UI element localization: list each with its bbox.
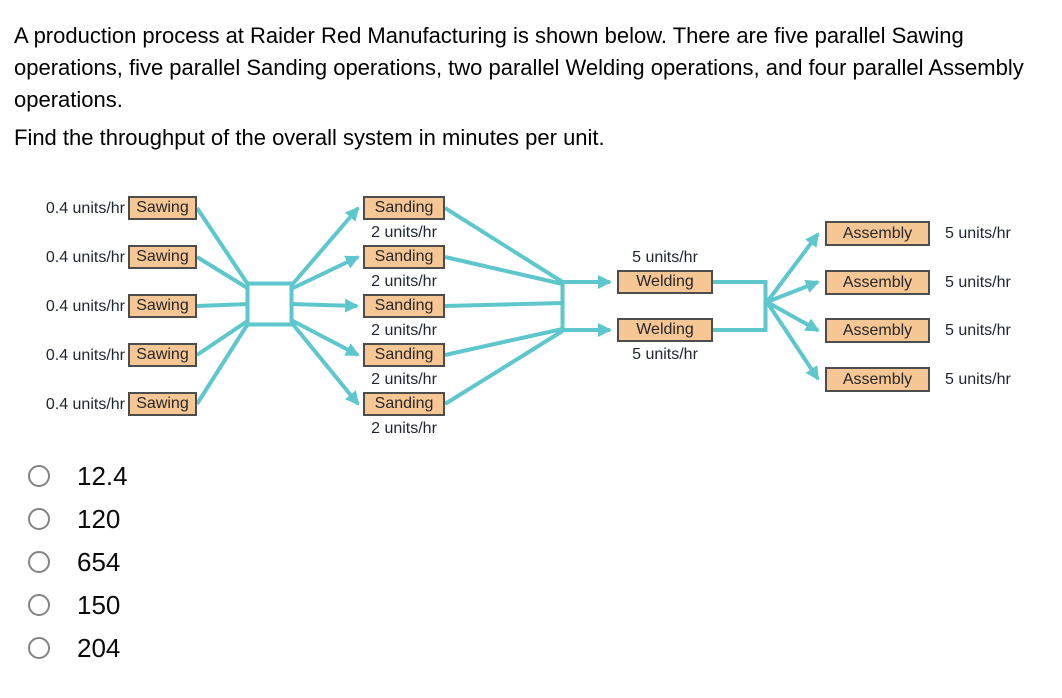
- radio-button-5[interactable]: [28, 637, 50, 659]
- sawing-5-rate: 0.4 units/hr: [45, 396, 125, 413]
- option-1[interactable]: 12.4: [28, 461, 128, 491]
- question-prompt: Find the throughput of the overall syste…: [14, 125, 605, 150]
- sanding-2-rate: 2 units/hr: [371, 273, 437, 290]
- sanding-3-box: Sanding: [363, 294, 445, 318]
- welding-1-rate: 5 units/hr: [632, 249, 698, 266]
- option-4[interactable]: 150: [28, 590, 128, 620]
- radio-button-2[interactable]: [28, 508, 50, 530]
- sawing-merge-junction: [245, 281, 294, 327]
- radio-button-1[interactable]: [28, 465, 50, 487]
- junction-to-sanding-arrows: [289, 206, 360, 406]
- sanding-1-box: Sanding: [363, 196, 445, 220]
- option-1-label: 12.4: [77, 461, 128, 491]
- option-4-label: 150: [77, 590, 121, 620]
- option-2[interactable]: 120: [28, 504, 128, 534]
- sawing-3-box: Sawing: [128, 294, 197, 318]
- junction-to-assembly-arrows: [765, 232, 820, 381]
- answer-options: 12.4 120 654 150 204: [28, 461, 128, 680]
- option-3-label: 654: [77, 547, 121, 577]
- sanding-4-rate: 2 units/hr: [371, 371, 437, 388]
- sanding-to-junction-lines: [443, 206, 564, 406]
- assembly-4-box: Assembly: [825, 367, 930, 392]
- sanding-1-rate: 2 units/hr: [371, 224, 437, 241]
- sanding-5-box: Sanding: [363, 392, 445, 416]
- sawing-4-rate: 0.4 units/hr: [45, 347, 125, 364]
- option-2-label: 120: [77, 504, 121, 534]
- sawing-5-box: Sawing: [128, 392, 197, 416]
- junction-to-welding-arrows: [562, 275, 612, 337]
- assembly-3-box: Assembly: [825, 318, 930, 343]
- assembly-2-box: Assembly: [825, 270, 930, 295]
- sanding-5-rate: 2 units/hr: [371, 420, 437, 437]
- sawing-4-box: Sawing: [128, 343, 197, 367]
- sanding-4-box: Sanding: [363, 343, 445, 367]
- sawing-2-rate: 0.4 units/hr: [45, 249, 125, 266]
- option-5-label: 204: [77, 633, 121, 663]
- sawing-1-box: Sawing: [128, 196, 197, 220]
- sawing-to-junction-lines: [195, 206, 251, 406]
- sawing-1-rate: 0.4 units/hr: [45, 200, 125, 217]
- option-3[interactable]: 654: [28, 547, 128, 577]
- sanding-3-rate: 2 units/hr: [371, 322, 437, 339]
- assembly-3-rate: 5 units/hr: [945, 322, 1011, 339]
- assembly-4-rate: 5 units/hr: [945, 371, 1011, 388]
- welding-2-rate: 5 units/hr: [632, 346, 698, 363]
- option-5[interactable]: 204: [28, 633, 128, 663]
- welding-2-box: Welding: [617, 318, 713, 342]
- welding-1-box: Welding: [617, 270, 713, 294]
- welding-merge-junction: [713, 280, 768, 332]
- assembly-1-rate: 5 units/hr: [945, 225, 1011, 242]
- sanding-2-box: Sanding: [363, 245, 445, 269]
- question-paragraph: A production process at Raider Red Manuf…: [14, 23, 1024, 112]
- radio-button-3[interactable]: [28, 551, 50, 573]
- radio-button-4[interactable]: [28, 594, 50, 616]
- question-text: A production process at Raider Red Manuf…: [14, 20, 1056, 154]
- assembly-1-box: Assembly: [825, 221, 930, 246]
- sawing-2-box: Sawing: [128, 245, 197, 269]
- sawing-3-rate: 0.4 units/hr: [45, 298, 125, 315]
- assembly-2-rate: 5 units/hr: [945, 274, 1011, 291]
